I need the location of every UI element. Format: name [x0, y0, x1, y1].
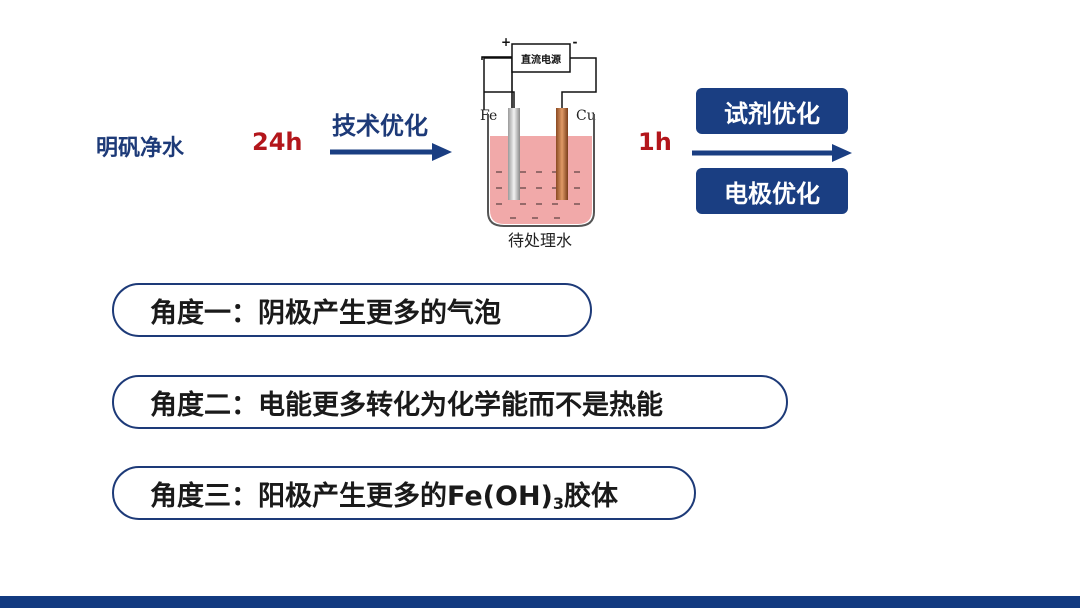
solution — [490, 136, 592, 224]
angle-three-suffix: 胶体 — [564, 480, 619, 512]
angle-two-text: 角度二：电能更多转化为化学能而不是热能 — [150, 389, 663, 421]
cu-electrode-label: Cu — [576, 108, 596, 124]
time-after-label: 1h — [638, 128, 672, 156]
fe-electrode — [508, 108, 520, 200]
angle-three-text: 角度三：阳极产生更多的Fe(OH)3胶体 — [150, 474, 618, 513]
time-before-label: 24h — [252, 128, 303, 156]
angle-one-text: 角度一：阴极产生更多的气泡 — [150, 297, 501, 329]
optimization-arrow — [692, 144, 852, 162]
angle-three-pill: 角度三：阳极产生更多的Fe(OH)3胶体 — [112, 466, 696, 520]
cu-electrode — [556, 108, 568, 200]
beaker — [487, 114, 595, 227]
electrode-optimization-box: 电极优化 — [696, 168, 848, 214]
left-wire-drop — [484, 91, 515, 110]
cell-caption: 待处理水 — [508, 231, 572, 250]
right-wire-path — [561, 57, 597, 110]
power-source-label: 直流电源 — [521, 53, 561, 66]
footer-bar — [0, 596, 1080, 608]
angle-three-prefix: 角度三：阳极产生更多的Fe(OH) — [150, 480, 553, 512]
tech-optimization-arrow — [330, 143, 452, 161]
electrolysis-cell-diagram: 直流电源 + - Fe Cu 待处理水 — [474, 32, 608, 254]
plus-sign: + — [501, 35, 511, 49]
power-source-box — [511, 43, 571, 73]
angle-one-pill: 角度一：阴极产生更多的气泡 — [112, 283, 592, 337]
electrolysis-cell-svg: 直流电源 + - Fe Cu 待处理水 — [480, 35, 597, 250]
angle-three-subscript: 3 — [552, 493, 565, 513]
reagent-optimization-box: 试剂优化 — [696, 88, 848, 134]
tech-optimization-label: 技术优化 — [332, 112, 428, 140]
topic-label: 明矾净水 — [96, 136, 185, 161]
angle-two-pill: 角度二：电能更多转化为化学能而不是热能 — [112, 375, 788, 429]
left-wire-path — [483, 57, 512, 110]
minus-sign: - — [573, 35, 578, 49]
left-wire — [481, 56, 513, 112]
